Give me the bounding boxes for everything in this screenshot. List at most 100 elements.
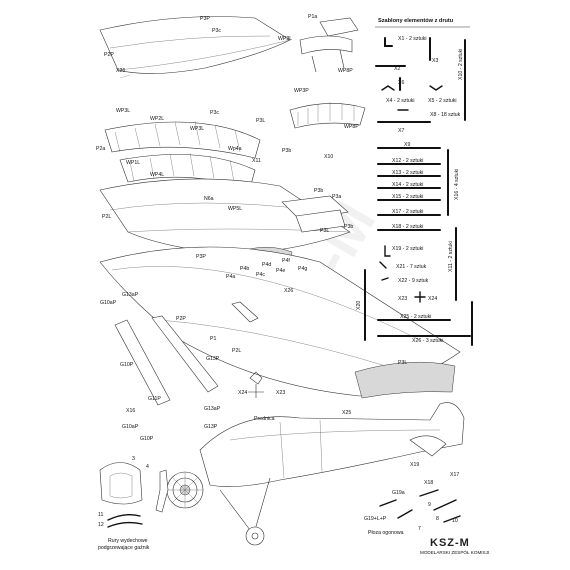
label-x5: X5 - 2 sztuki xyxy=(428,98,457,104)
label-x25: X25 xyxy=(342,410,351,416)
label-x26-top: X26 xyxy=(116,68,125,74)
label-n11: 11 xyxy=(98,512,103,518)
label-n4: 4 xyxy=(146,464,149,470)
label-wp4l: WP4L xyxy=(150,172,164,178)
label-wp1l: WP1L xyxy=(126,160,140,166)
label-p3b-r2: P3b xyxy=(344,224,353,230)
label-x12: X12 - 2 sztuki xyxy=(392,158,423,164)
label-p4a: P4a xyxy=(226,274,235,280)
label-x3: X3 xyxy=(432,58,438,64)
label-x9: X9 xyxy=(404,142,410,148)
label-wp5l: WP5L xyxy=(228,206,242,212)
label-x15: X15 - 2 sztuki xyxy=(392,194,423,200)
label-x24: X24 xyxy=(238,390,247,396)
label-p3b-r: P3b xyxy=(314,188,323,194)
label-x20: X20 xyxy=(356,301,362,310)
label-p3a: P3a xyxy=(332,194,341,200)
label-x26: X26 - 3 sztuki xyxy=(412,338,443,344)
aileron-pieces xyxy=(281,195,349,233)
label-x19: X19 xyxy=(410,462,419,468)
label-n10: 10 xyxy=(452,518,458,524)
upper-wing-top xyxy=(99,16,291,79)
label-g13p: G13P xyxy=(206,356,220,362)
label-x10: X10 xyxy=(324,154,333,160)
windscreen xyxy=(248,371,264,398)
label-x11: X11 - 2 sztuki xyxy=(448,241,454,272)
cabane-section xyxy=(299,17,359,73)
label-x17: X17 - 2 sztuki xyxy=(392,209,423,215)
lower-wing xyxy=(99,178,351,255)
label-p2l: P2L xyxy=(102,214,111,220)
label-x4: X4 - 2 sztuki xyxy=(386,98,415,104)
label-x23: X23 xyxy=(398,296,407,302)
label-g19a: G19a xyxy=(392,490,405,496)
label-g19: G19+L+P xyxy=(364,516,387,522)
label-p3l-r: P3L xyxy=(320,228,329,234)
label-p2l-mid: P2L xyxy=(232,348,241,354)
label-x16: X16 - 4 sztuki xyxy=(454,169,460,200)
label-p3b: P3b xyxy=(282,148,291,154)
label-n7: 7 xyxy=(418,526,421,532)
label-rury-1: Rury wydechowe xyxy=(108,538,148,544)
label-p4c: P4c xyxy=(256,272,265,278)
label-x19: X19 - 2 sztuki xyxy=(392,246,423,252)
tail-skid-parts xyxy=(379,489,461,523)
label-wp8p-b: WP8P xyxy=(344,124,359,130)
label-g10ap: G10aP xyxy=(100,300,117,306)
label-g11p: G11P xyxy=(148,396,161,402)
struts xyxy=(114,301,259,406)
label-wp8p: WP8P xyxy=(338,68,353,74)
label-g10ap-b: G10aP xyxy=(122,424,139,430)
label-p1: P1 xyxy=(210,336,216,342)
label-p4e: P4e xyxy=(276,268,285,274)
label-g10p: G10P xyxy=(120,362,134,368)
label-x25: X25 - 2 sztuki xyxy=(400,314,431,320)
rib-panel-upper xyxy=(289,102,366,129)
label-p2p-mid: P2P xyxy=(176,316,186,322)
label-wp3p: WP3P xyxy=(294,88,309,94)
main-wing xyxy=(99,246,461,399)
label-p3l: P3L xyxy=(256,118,265,124)
label-p2p-top: P2P xyxy=(104,52,114,58)
label-n3: 3 xyxy=(132,456,135,462)
label-x13: X13 - 2 sztuki xyxy=(392,170,423,176)
fuselage xyxy=(199,402,465,487)
label-g13p-b: G13P xyxy=(204,424,218,430)
label-wp3l-top: WP3L xyxy=(278,36,292,42)
label-x22: X22 - 9 sztuk xyxy=(398,278,429,284)
label-prednica: Prednica xyxy=(254,416,275,422)
label-wp3l-b: WP3L xyxy=(190,126,204,132)
logo-text: KSZ-M xyxy=(430,537,470,549)
wire-templates-panel xyxy=(364,26,473,346)
label-p4b: P4b xyxy=(240,266,249,272)
label-wp3l: WP3L xyxy=(116,108,130,114)
label-p4f: P4f xyxy=(282,258,290,264)
label-p3c-mid: P3c xyxy=(210,110,219,116)
label-p4d: P4d xyxy=(262,262,271,268)
label-n8: 8 xyxy=(436,516,439,522)
label-p1a: P1a xyxy=(308,14,317,20)
label-g10p-b: G10P xyxy=(140,436,154,442)
label-x18: X18 - 2 sztuki xyxy=(392,224,423,230)
label-ploza: Płoza ogonowa xyxy=(368,530,404,536)
label-x6: X6 xyxy=(398,80,404,86)
propeller xyxy=(155,469,169,513)
label-x2: X2 xyxy=(394,66,400,72)
label-x1: X1 - 2 sztuki xyxy=(398,36,427,42)
label-x23: X23 xyxy=(276,390,285,396)
label-x17: X17 xyxy=(450,472,459,478)
label-n9: 9 xyxy=(428,502,431,508)
label-rury-2: podgrzewające gaźnik xyxy=(98,545,150,551)
label-p3p-top: P3P xyxy=(200,16,210,22)
label-g13ap: G13aP xyxy=(122,292,139,298)
label-p3p-mid: P3P xyxy=(196,254,206,260)
label-p3c-top: P3c xyxy=(212,28,221,34)
label-x18: X18 xyxy=(424,480,433,486)
label-n12: 12 xyxy=(98,522,104,528)
engine xyxy=(166,471,204,509)
label-p3l-low: P3L xyxy=(398,360,407,366)
label-x10: X10 - 2 sztuki xyxy=(458,49,464,80)
label-x21: X21 - 7 sztuk xyxy=(396,264,427,270)
panel-title: Szablony elementów z drutu xyxy=(378,18,454,24)
